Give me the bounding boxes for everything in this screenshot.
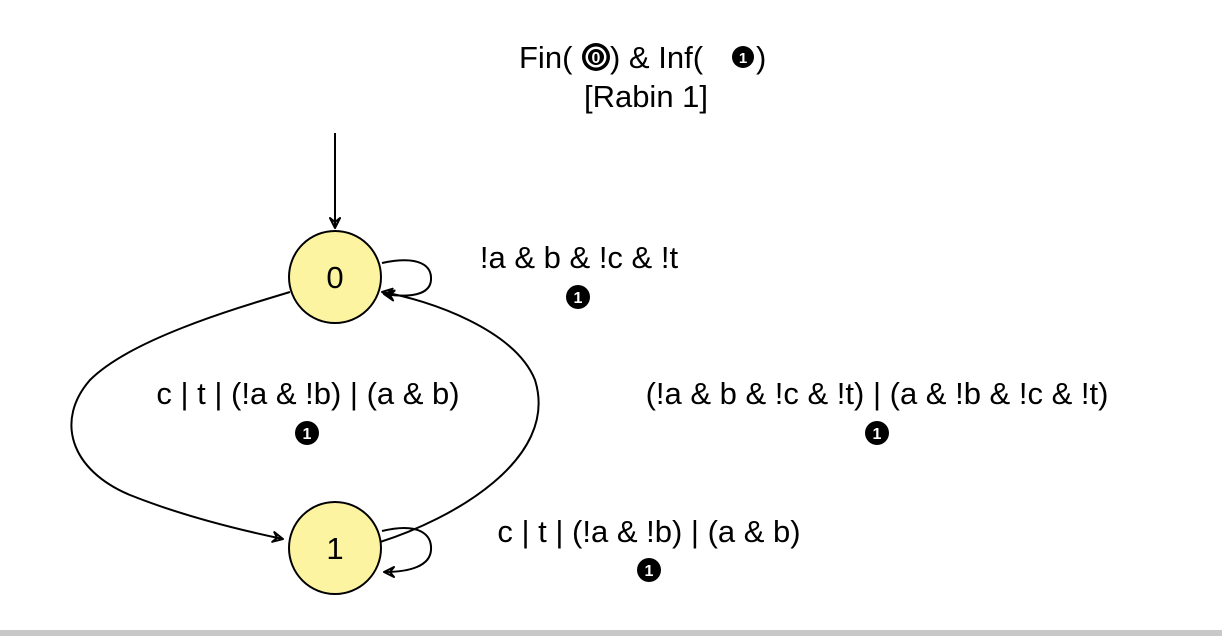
edge-1-to-0-label: (!a & b & !c & !t) | (a & !b & !c & !t) (646, 376, 1109, 411)
state-0-label: 0 (326, 260, 343, 295)
state-1-circle (288, 501, 382, 595)
acceptance-middle: ) & Inf( (610, 40, 704, 75)
bottom-border (0, 630, 1222, 636)
inf-mark (732, 46, 754, 68)
edge-1-to-0-mark (865, 421, 889, 445)
edge-0-self-loop (381, 259, 433, 302)
acceptance-name: [Rabin 1] (584, 79, 708, 114)
fin-mark-core (588, 49, 604, 65)
acceptance-condition: Fin( 0 ) & Inf( 1 ) (519, 40, 766, 75)
edge-0-to-1 (70, 291, 291, 543)
edge-0-self-loop-mark-digit: 1 (574, 290, 583, 307)
state-1: 1 (288, 501, 382, 595)
inf-mark-digit: 1 (739, 50, 747, 67)
edge-1-self-loop-mark-digit: 1 (645, 563, 654, 580)
edge-1-to-0-mark-digit: 1 (873, 426, 882, 443)
edge-0-to-1-mark (295, 421, 319, 445)
state-0-circle (288, 230, 382, 324)
state-0: 0 (288, 230, 382, 324)
edge-1-to-0 (379, 287, 540, 543)
edge-1-self-loop-mark (637, 558, 661, 582)
edge-1-self-loop (381, 527, 433, 578)
acceptance-suffix: ) (756, 40, 766, 75)
acceptance-prefix: Fin( (519, 40, 573, 75)
edge-0-self-loop-mark (566, 285, 590, 309)
edge-0-to-1-mark-digit: 1 (303, 426, 312, 443)
edge-0-self-loop-label: !a & b & !c & !t (480, 240, 679, 275)
fin-mark-digit: 0 (592, 50, 601, 67)
edge-1-self-loop-label: c | t | (!a & !b) | (a & b) (497, 514, 800, 549)
edge-0-to-1-label: c | t | (!a & !b) | (a & b) (156, 376, 459, 411)
state-1-label: 1 (326, 531, 343, 566)
